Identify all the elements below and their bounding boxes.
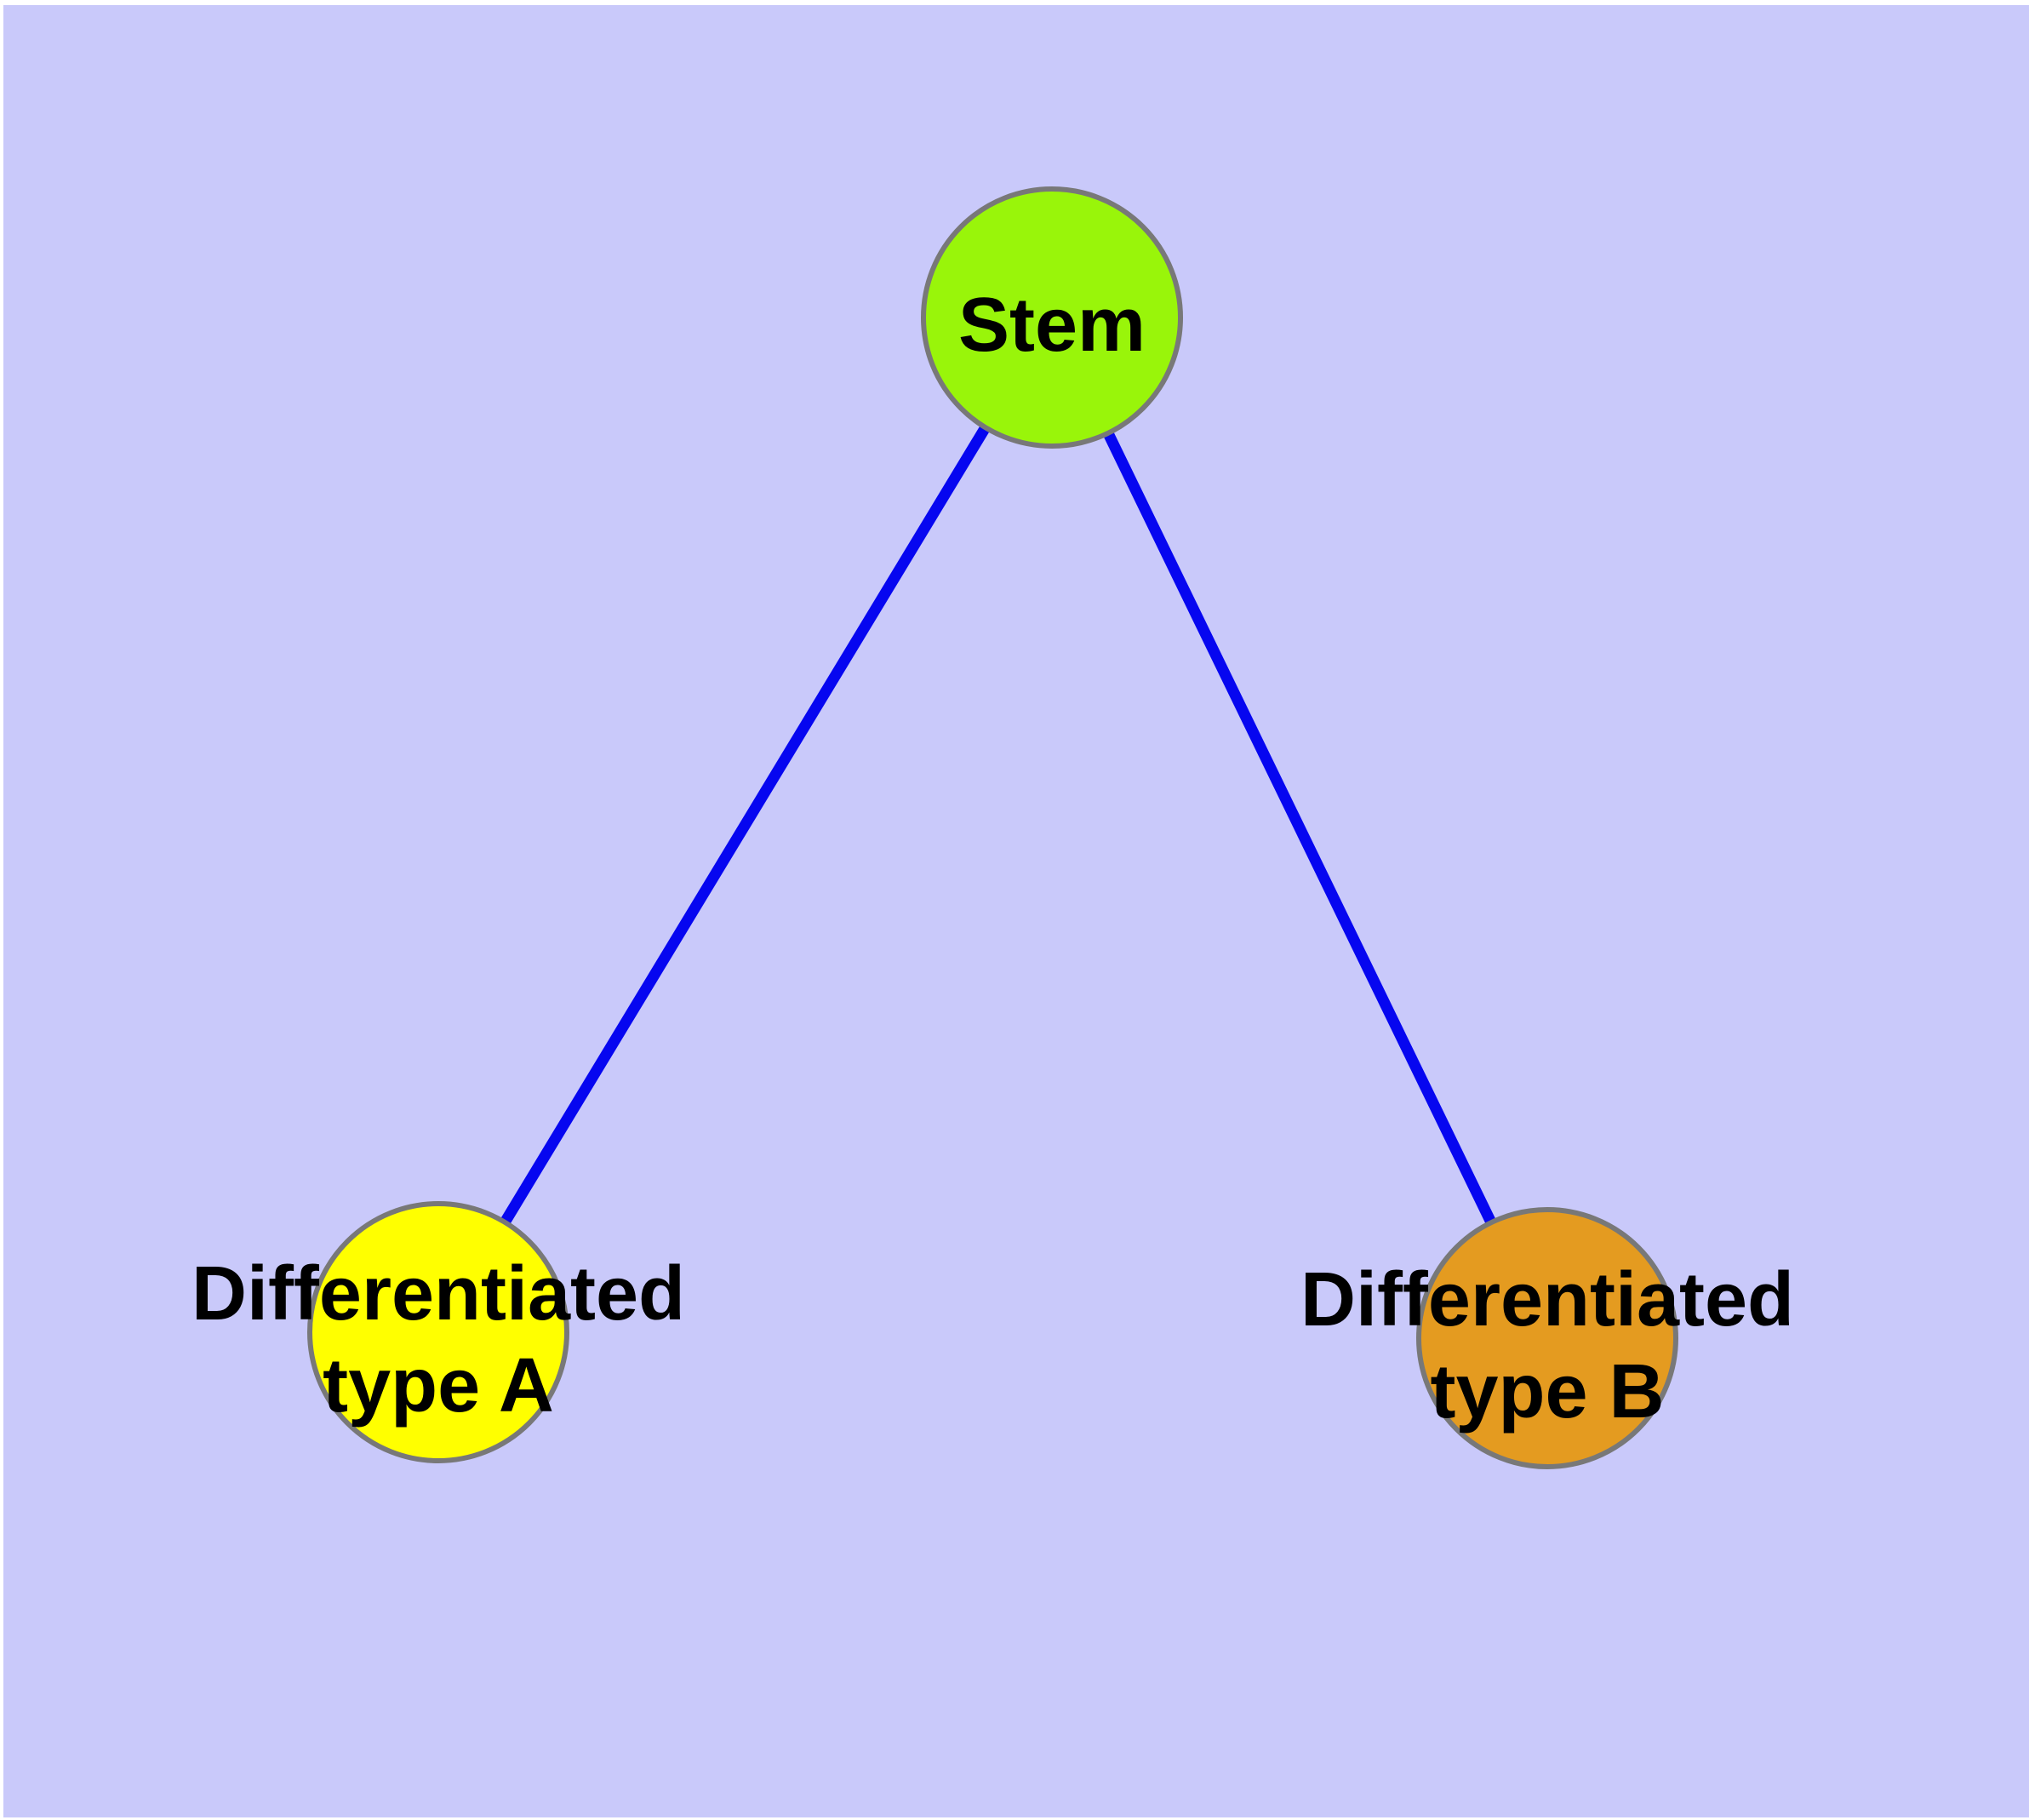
node-label-differentiated-type-a-line-1: Differentiated bbox=[191, 1251, 685, 1336]
edge-stem-to-differentiated-type-b bbox=[1047, 315, 1552, 1341]
node-stem bbox=[921, 186, 1183, 449]
node-differentiated-type-a bbox=[307, 1201, 569, 1463]
node-label-differentiated-type-b-line-2: type B bbox=[1430, 1349, 1664, 1434]
edges-layer bbox=[433, 314, 1552, 1341]
node-label-stem-line-1: Stem bbox=[958, 283, 1146, 368]
node-differentiated-type-b bbox=[1416, 1207, 1678, 1469]
node-label-differentiated-type-b-line-1: Differentiated bbox=[1300, 1257, 1794, 1342]
edge-stem-to-differentiated-type-a bbox=[433, 314, 1057, 1336]
nodes-layer bbox=[307, 186, 1678, 1469]
node-label-differentiated-type-a-line-2: type A bbox=[323, 1343, 554, 1428]
